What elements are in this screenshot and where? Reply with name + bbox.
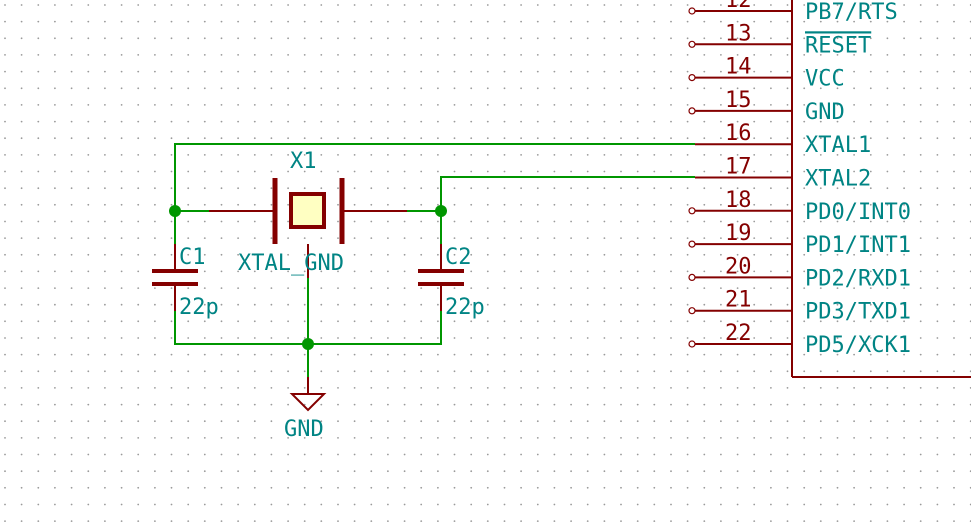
crystal-ref-label: X1: [290, 149, 317, 174]
ic-pin-list: 12 PB7/RTS 13 RESET 14 VCC 15 GND 16 XTAL1 17 XTAL2…: [688, 0, 911, 358]
ic-pin-21[interactable]: 21 PD3/TXD1: [688, 288, 911, 325]
ic-pin-14[interactable]: 14 VCC: [688, 55, 845, 92]
junction-dot: [169, 205, 181, 217]
ic-pin-20[interactable]: 20 PD2/RXD1: [688, 254, 911, 291]
ic-pin-22[interactable]: 22 PD5/XCK1: [688, 321, 911, 358]
unconnected-pin-marker: [688, 73, 696, 82]
crystal-value-label: XTAL_GND: [238, 251, 344, 276]
pin-name: PD0/INT0: [805, 200, 911, 225]
wire-xtal1[interactable]: [174, 143, 695, 211]
pin-number: 14: [725, 55, 752, 80]
c1-ref-label: C1: [179, 245, 206, 270]
pin-name: PD3/TXD1: [805, 300, 911, 325]
junctions: [169, 205, 447, 350]
crystal-x1[interactable]: X1 XTAL_GND: [209, 149, 407, 278]
ic-pin-13[interactable]: 13 RESET: [688, 21, 871, 58]
ic-body[interactable]: [791, 0, 971, 378]
pin-number: 17: [725, 155, 752, 180]
pin-number: 12: [725, 0, 752, 13]
pin-number: 16: [725, 121, 752, 146]
ground-symbol[interactable]: GND: [284, 377, 327, 442]
junction-dot: [302, 338, 314, 350]
pin-number: 18: [725, 188, 752, 213]
pin-name: VCC: [805, 67, 845, 92]
unconnected-pin-marker: [688, 107, 696, 115]
pin-number: 19: [725, 221, 752, 246]
pin-name: PD1/INT1: [805, 233, 911, 258]
c2-ref-label: C2: [445, 245, 472, 270]
pin-number: 20: [725, 254, 752, 279]
capacitor-icon: [418, 244, 464, 311]
unconnected-pin-marker: [688, 207, 696, 215]
pin-name: RESET: [805, 33, 871, 58]
c1-value-label: 22p: [179, 295, 219, 320]
pin-name: GND: [805, 100, 845, 125]
junction-dot: [435, 205, 447, 217]
ic-pin-18[interactable]: 18 PD0/INT0: [688, 188, 911, 225]
unconnected-pin-marker: [688, 7, 696, 15]
crystal-icon: [209, 178, 407, 278]
pin-number: 21: [725, 288, 752, 313]
ic-pin-16[interactable]: 16 XTAL1: [695, 121, 871, 158]
unconnected-pin-marker: [688, 340, 696, 348]
capacitor-c1[interactable]: C1 22p: [152, 244, 219, 320]
pin-name: PB7/RTS: [805, 0, 898, 25]
ground-symbol-icon: [289, 393, 327, 412]
unconnected-pin-marker: [688, 307, 696, 315]
pin-number: 22: [725, 321, 752, 346]
capacitor-icon: [152, 244, 198, 311]
c2-value-label: 22p: [445, 295, 485, 320]
background-grid: [4, 4, 971, 522]
wire-xtal2[interactable]: [440, 176, 695, 211]
unconnected-pin-marker: [688, 240, 696, 248]
ic-pin-12[interactable]: 12 PB7/RTS: [688, 0, 898, 25]
pin-name: PD5/XCK1: [805, 333, 911, 358]
ic-pin-19[interactable]: 19 PD1/INT1: [688, 221, 911, 258]
capacitor-c2[interactable]: C2 22p: [418, 244, 485, 320]
unconnected-pin-marker: [688, 273, 696, 281]
pin-name: XTAL1: [805, 133, 871, 158]
ground-label: GND: [284, 417, 324, 442]
pin-number: 15: [725, 88, 752, 113]
ic-pin-17[interactable]: 17 XTAL2: [695, 155, 871, 192]
unconnected-pin-marker: [688, 40, 696, 48]
pin-number: 13: [725, 21, 752, 46]
pin-name: XTAL2: [805, 167, 871, 192]
pin-name: PD2/RXD1: [805, 266, 911, 291]
ic-pin-15[interactable]: 15 GND: [688, 88, 845, 125]
